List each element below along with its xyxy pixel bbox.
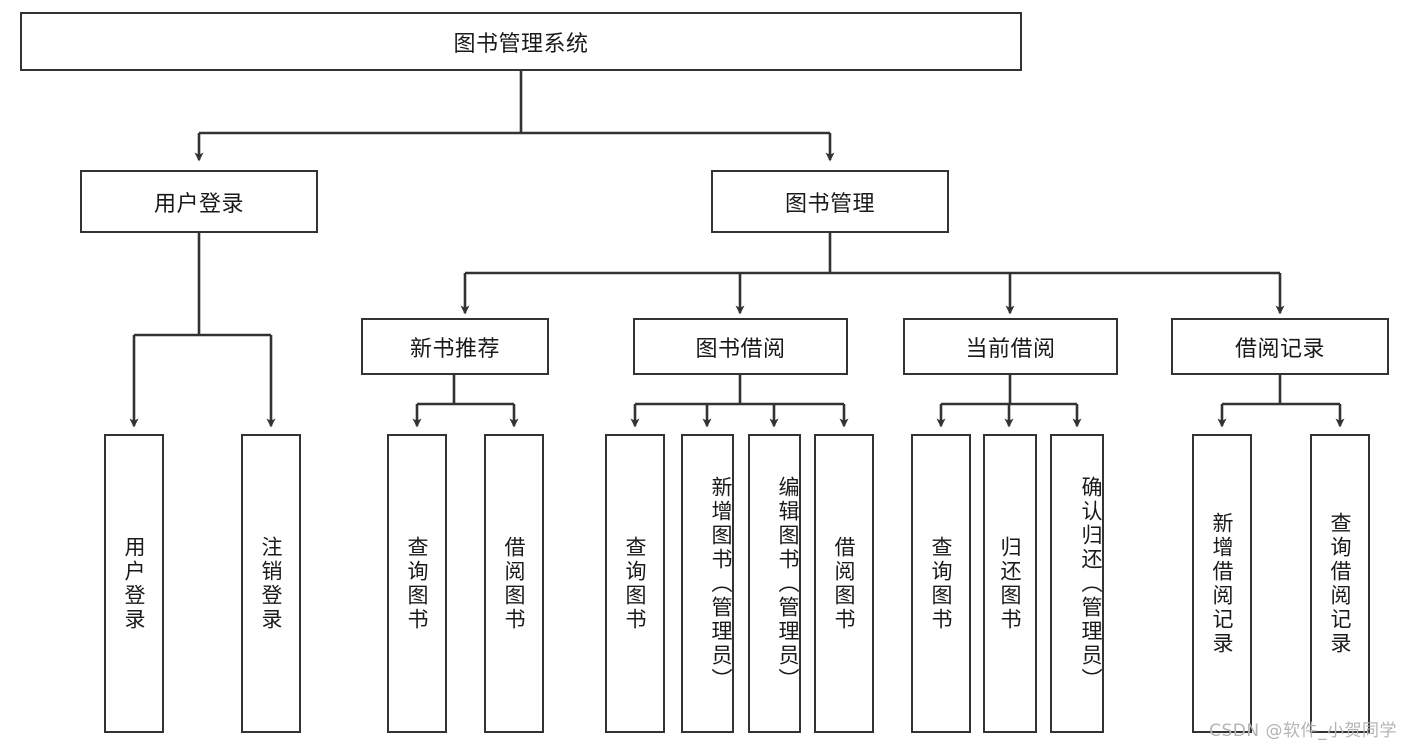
node-label: 查询图书	[405, 535, 430, 632]
leaf-current-borrow-confirm-return-admin[interactable]: 确认归还（管理员）	[1050, 434, 1104, 733]
leaf-user-login-logout[interactable]: 注销登录	[241, 434, 301, 733]
leaf-borrow-record-query-record[interactable]: 查询借阅记录	[1310, 434, 1370, 733]
node-label: 借阅图书	[502, 535, 527, 632]
leaf-book-borrow-query-book[interactable]: 查询图书	[605, 434, 665, 733]
node-label: 当前借阅	[965, 336, 1056, 362]
node-new-book-recommend[interactable]: 新书推荐	[361, 318, 549, 375]
leaf-current-borrow-return-book[interactable]: 归还图书	[983, 434, 1037, 733]
node-label: 编辑图书（管理员）	[776, 475, 800, 692]
node-label: 借阅图书	[832, 535, 857, 632]
node-label: 查询图书	[929, 535, 954, 632]
node-label: 确认归还（管理员）	[1079, 475, 1103, 692]
node-book-management[interactable]: 图书管理	[711, 170, 949, 233]
node-book-borrow[interactable]: 图书借阅	[633, 318, 848, 375]
leaf-borrow-record-add-record[interactable]: 新增借阅记录	[1192, 434, 1252, 733]
node-root-book-management-system[interactable]: 图书管理系统	[20, 12, 1022, 71]
node-label: 查询图书	[623, 535, 648, 632]
node-label: 查询借阅记录	[1328, 511, 1353, 656]
node-label: 新书推荐	[409, 336, 500, 362]
node-current-borrow[interactable]: 当前借阅	[903, 318, 1118, 375]
leaf-new-book-borrow-book[interactable]: 借阅图书	[484, 434, 544, 733]
node-label: 用户登录	[122, 535, 147, 632]
node-borrow-record[interactable]: 借阅记录	[1171, 318, 1389, 375]
node-label: 新增借阅记录	[1210, 511, 1235, 656]
node-label: 注销登录	[259, 535, 284, 632]
leaf-book-borrow-borrow-book[interactable]: 借阅图书	[814, 434, 874, 733]
node-label: 借阅记录	[1234, 336, 1325, 362]
leaf-user-login-login[interactable]: 用户登录	[104, 434, 164, 733]
node-label: 归还图书	[998, 535, 1023, 632]
leaf-new-book-query-book[interactable]: 查询图书	[387, 434, 447, 733]
leaf-current-borrow-query-book[interactable]: 查询图书	[911, 434, 971, 733]
node-user-login[interactable]: 用户登录	[80, 170, 318, 233]
node-label: 用户登录	[153, 191, 244, 217]
node-label: 图书管理系统	[453, 31, 589, 57]
leaf-book-borrow-edit-book-admin[interactable]: 编辑图书（管理员）	[748, 434, 801, 733]
node-label: 新增图书（管理员）	[709, 475, 733, 692]
node-label: 图书管理	[784, 191, 875, 217]
leaf-book-borrow-add-book-admin[interactable]: 新增图书（管理员）	[681, 434, 734, 733]
node-label: 图书借阅	[695, 336, 786, 362]
